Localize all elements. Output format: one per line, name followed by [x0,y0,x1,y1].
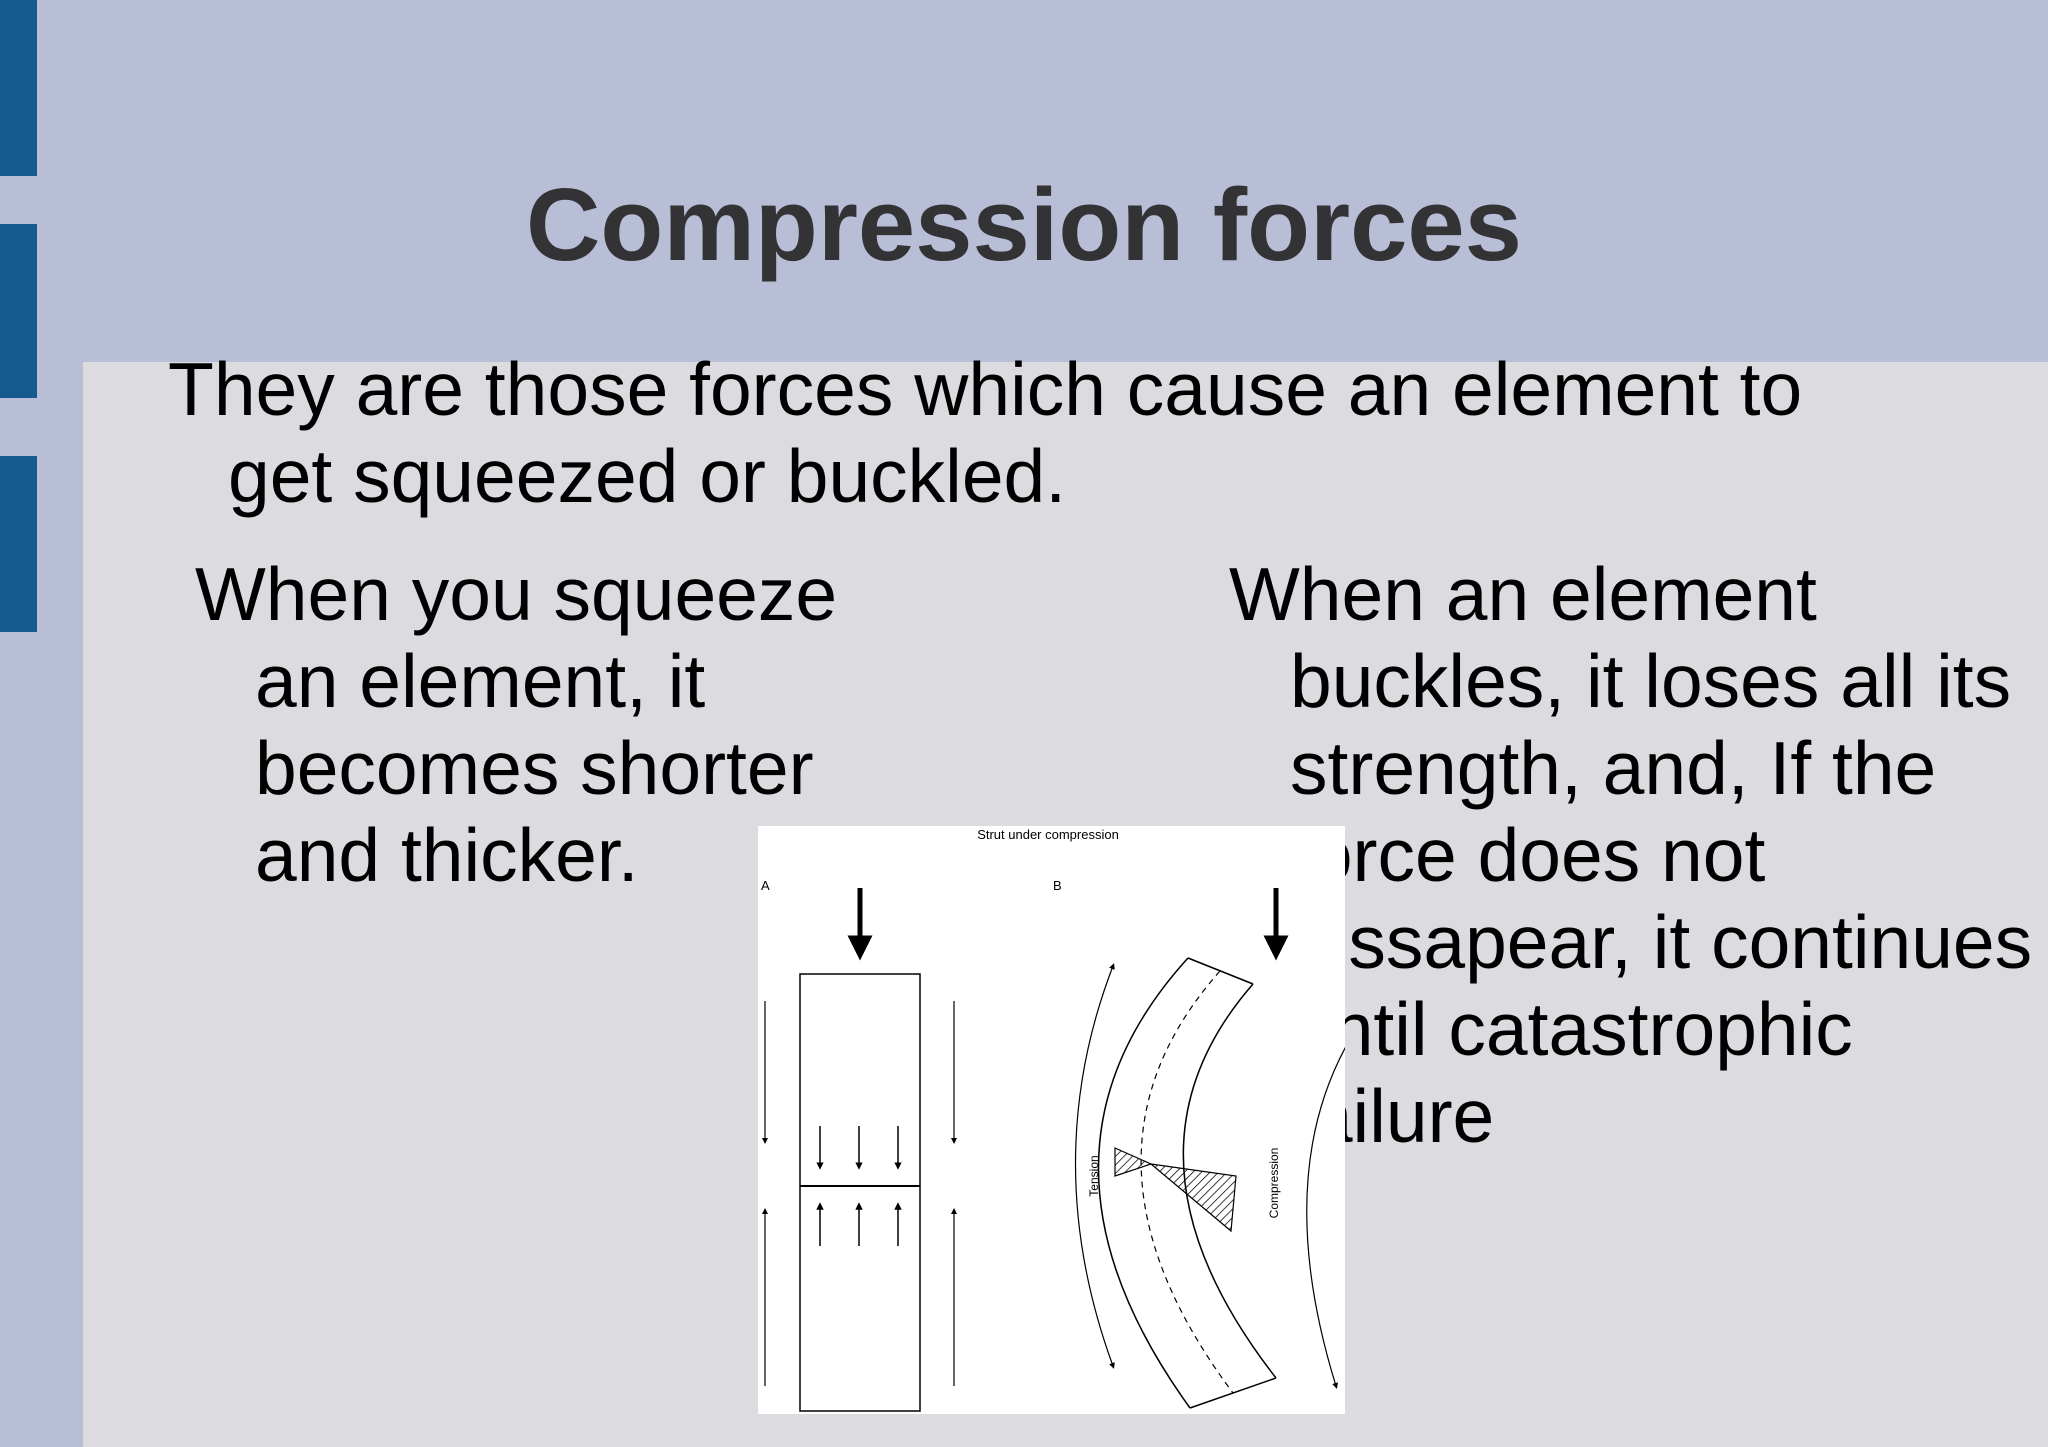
panel-a-straight-strut [762,888,957,1412]
tension-label: Tension [1087,1155,1101,1196]
intro-line-1: They are those forces which cause an ele… [168,347,1803,431]
panel-b-buckled-strut: Tension Compression [1074,888,1345,1409]
right-column-line: dissapear, it continues [1290,900,2033,984]
left-column-line: When you squeeze [195,552,838,636]
panel-a-label: A [761,878,770,893]
strut-diagram-svg: Strut under compression A B [761,827,1345,1412]
right-column-line: force does not [1290,813,1766,897]
right-column-line: When an element [1229,552,1817,636]
intro-line-2: get squeezed or buckled. [228,434,1067,518]
header-band [0,0,2048,362]
strut-compression-diagram: Strut under compression A B [758,826,1345,1414]
side-tab-1 [0,0,37,176]
side-tab-2 [0,224,37,398]
right-column-line: buckles, it loses all its [1290,639,2012,723]
diagram-title: Strut under compression [977,827,1119,842]
left-column-line: and thicker. [255,813,639,897]
side-tab-3 [0,456,37,632]
slide-title: Compression forces [526,167,1522,282]
compression-label: Compression [1267,1148,1281,1219]
left-column-line: an element, it [255,639,706,723]
panel-b-label: B [1053,878,1062,893]
right-column-line: until catastrophic [1290,987,1853,1071]
left-column-line: becomes shorter [255,726,814,810]
right-column-line: strength, and, If the [1290,726,1937,810]
